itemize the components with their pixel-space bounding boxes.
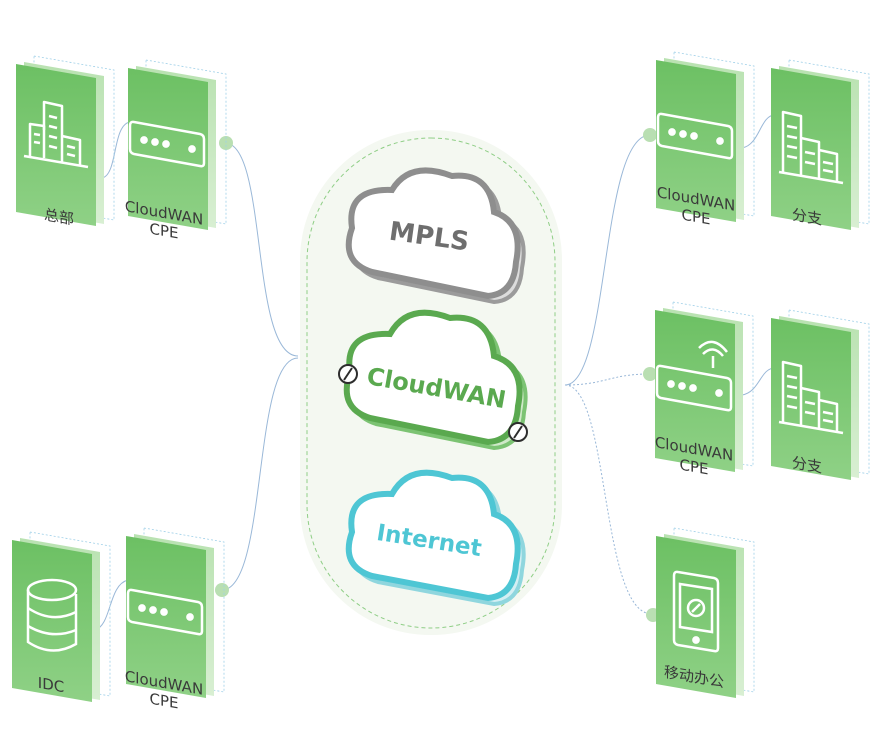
- router-icon: [126, 588, 204, 636]
- mobile-phone-icon: [672, 570, 720, 653]
- hq-cpe-node: [127, 59, 227, 231]
- link-hub-branch1: [564, 134, 651, 386]
- router-icon: [128, 120, 206, 168]
- idc-cpe-node: [125, 527, 225, 699]
- mpls-cloud: MPLS: [345, 167, 526, 305]
- branch2-node: [770, 309, 870, 481]
- link-hub-branch2: [564, 373, 651, 386]
- hq-node: [15, 55, 115, 227]
- building-icon: [778, 110, 844, 185]
- router-icon: [656, 112, 734, 160]
- wifi-router-icon: [655, 340, 733, 412]
- branch1-cpe-node: [655, 51, 755, 223]
- building-icon: [23, 100, 89, 169]
- link-hub-mobile: [564, 384, 653, 615]
- mobile-node: [655, 527, 755, 699]
- branch2-cpe-node: [654, 301, 754, 473]
- branch1-node: [770, 59, 870, 231]
- cloudwan-cloud: CloudWAN: [338, 309, 528, 451]
- link-hq-cpe: [101, 121, 131, 179]
- database-icon: [26, 578, 78, 652]
- link-hqcpe-hub: [224, 142, 299, 357]
- link-idccpe-hub: [221, 357, 299, 591]
- building-icon: [778, 360, 844, 435]
- internet-cloud: Internet: [345, 469, 526, 607]
- link-branch1cpe-branch1: [741, 114, 776, 149]
- compass-icon: [338, 364, 528, 442]
- idc-node: [11, 531, 111, 703]
- link-branch2cpe-branch2: [741, 367, 776, 396]
